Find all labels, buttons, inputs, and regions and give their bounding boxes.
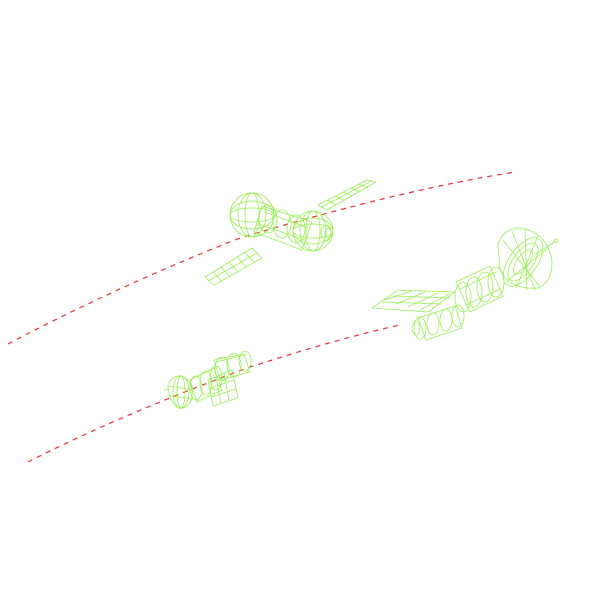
probe-rear-module bbox=[213, 350, 252, 382]
probe-nose-cone bbox=[163, 375, 194, 409]
small-probe bbox=[163, 350, 252, 409]
station-lower-cylinder bbox=[411, 304, 465, 341]
satellite-nozzle bbox=[320, 224, 332, 242]
probe-body-segment bbox=[189, 365, 223, 403]
solar-panel-right bbox=[317, 179, 377, 211]
station-solar-panel-left bbox=[371, 289, 456, 313]
upper-orbit-path bbox=[7, 171, 516, 345]
solar-panel-left bbox=[204, 247, 263, 286]
satellite-body-cylinder bbox=[253, 204, 313, 251]
station-main-cylinder bbox=[454, 265, 505, 313]
probe-solar-panel bbox=[207, 369, 239, 407]
satellite-rear-sphere bbox=[292, 210, 334, 252]
station-dish-antenna bbox=[497, 227, 559, 291]
space-station-with-dish bbox=[371, 227, 559, 341]
satellite-with-panels bbox=[204, 179, 377, 286]
satellite-front-sphere bbox=[229, 192, 275, 238]
